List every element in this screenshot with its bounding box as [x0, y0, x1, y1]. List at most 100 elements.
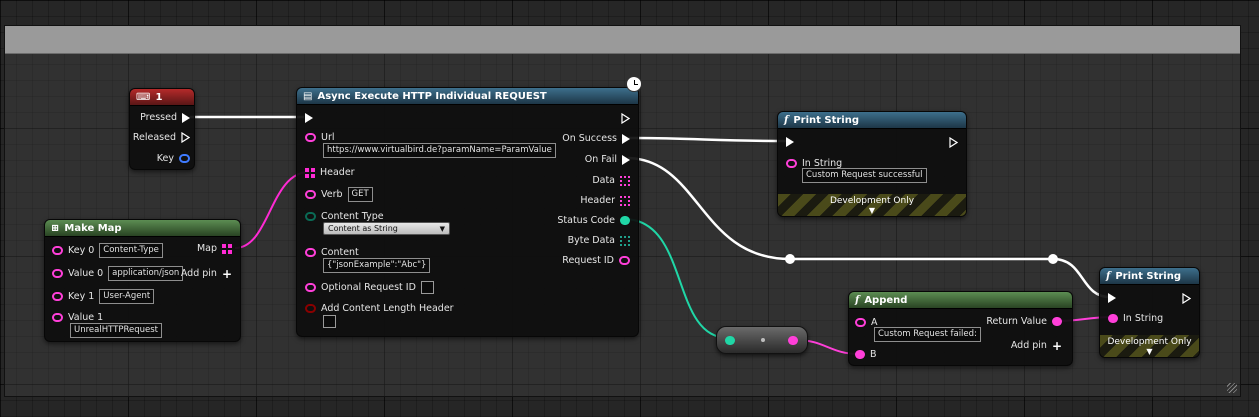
development-only-banner[interactable]: Development Only ▼ [1100, 335, 1199, 357]
content-length-checkbox-row[interactable] [323, 315, 336, 328]
wire-fail-to-reroute[interactable] [627, 156, 1111, 299]
append-b-row[interactable]: B [855, 349, 877, 360]
optional-request-id-input[interactable] [420, 281, 434, 294]
print-string-fail-node[interactable]: f Print String In String Development Onl… [1099, 267, 1200, 358]
append-add-pin[interactable]: Add pin + [1011, 340, 1062, 352]
pressed-exec-pin[interactable] [182, 112, 190, 123]
ps1-instring-input[interactable]: Custom Request successful [802, 168, 927, 183]
key1-row[interactable]: Key 1 User-Agent [52, 289, 155, 304]
key1-pin[interactable] [52, 292, 63, 301]
status-code-row[interactable]: Status Code [557, 215, 630, 226]
content-type-row[interactable]: Content Type [305, 211, 384, 222]
on-fail-exec-pin[interactable] [622, 154, 630, 165]
append-node[interactable]: f Append A Custom Request failed: B Retu… [848, 291, 1073, 366]
data-output-row[interactable]: Data [592, 175, 630, 186]
content-row[interactable]: Content [305, 247, 359, 258]
make-map-node[interactable]: ⊞ Make Map Key 0 Content-Type Value 0 ap… [44, 219, 241, 342]
request-id-pin[interactable] [619, 256, 630, 265]
append-a-input-row[interactable]: Custom Request failed: [874, 327, 981, 342]
conversion-output-pin[interactable] [788, 336, 798, 345]
key1-input[interactable]: User-Agent [99, 289, 155, 304]
on-success-row[interactable]: On Success [562, 133, 630, 144]
on-success-exec-pin[interactable] [622, 133, 630, 144]
header-output-pin[interactable] [620, 195, 630, 206]
verb-input[interactable]: GET [347, 187, 373, 202]
optional-request-id-row[interactable]: Optional Request ID [305, 281, 434, 294]
pressed-pin-row[interactable]: Pressed [140, 112, 190, 123]
released-pin-row[interactable]: Released [133, 132, 190, 143]
exec-in-row[interactable] [305, 113, 313, 123]
key0-pin[interactable] [52, 246, 63, 255]
append-a-row[interactable]: A [855, 317, 878, 328]
content-length-pin[interactable] [305, 304, 316, 313]
verb-row[interactable]: Verb GET [305, 187, 373, 202]
append-b-pin[interactable] [855, 350, 865, 359]
ps1-exec-output-pin[interactable] [949, 137, 958, 148]
content-input[interactable]: {"jsonExample":"Abc"} [323, 258, 431, 273]
key0-row[interactable]: Key 0 Content-Type [52, 243, 163, 258]
ps1-instring-input-row[interactable]: Custom Request successful [802, 168, 927, 183]
header-input-pin[interactable] [305, 167, 315, 178]
header-row[interactable]: Header [305, 167, 355, 178]
value0-input[interactable]: application/json [108, 266, 184, 281]
comment-header[interactable] [5, 26, 1240, 54]
append-a-pin[interactable] [855, 318, 866, 327]
map-output-pin[interactable] [222, 243, 232, 254]
ps1-exec-in-row[interactable] [786, 137, 794, 147]
http-request-node[interactable]: ▤ Async Execute HTTP Individual REQUEST … [296, 87, 639, 337]
print-string-success-node[interactable]: f Print String In String Custom Request … [777, 111, 967, 217]
byte-data-row[interactable]: Byte Data [568, 235, 630, 246]
released-exec-pin[interactable] [181, 132, 190, 143]
map-output-row[interactable]: Map [197, 243, 232, 254]
append-return-row[interactable]: Return Value [986, 316, 1062, 327]
value0-pin[interactable] [52, 269, 63, 278]
ps2-instring-row[interactable]: In String [1108, 313, 1163, 324]
request-id-row[interactable]: Request ID [562, 255, 630, 266]
content-type-pin[interactable] [305, 212, 316, 221]
key0-input[interactable]: Content-Type [99, 243, 163, 258]
data-output-pin[interactable] [620, 175, 630, 186]
development-only-banner[interactable]: Development Only ▼ [778, 194, 966, 216]
make-map-add-pin[interactable]: Add pin + [181, 266, 232, 281]
content-pin[interactable] [305, 248, 316, 257]
wire-success-to-print[interactable] [627, 136, 788, 143]
conversion-input-pin[interactable] [725, 336, 735, 345]
append-return-pin[interactable] [1052, 317, 1062, 326]
ps2-exec-in-row[interactable] [1108, 293, 1116, 303]
url-input[interactable]: https://www.virtualbird.de?paramName=Par… [323, 143, 556, 158]
append-a-input[interactable]: Custom Request failed: [874, 327, 981, 342]
expand-arrow-icon[interactable]: ▼ [868, 206, 876, 215]
header-output-row[interactable]: Header [580, 195, 630, 206]
value1-pin[interactable] [52, 313, 63, 322]
content-length-checkbox[interactable] [323, 315, 336, 328]
ps1-instring-row[interactable]: In String [786, 158, 842, 169]
value1-input[interactable]: UnrealHTTPRequest [70, 323, 162, 338]
wire-status-to-convert[interactable] [623, 218, 729, 339]
content-input-row[interactable]: {"jsonExample":"Abc"} [323, 258, 431, 273]
value1-input-row[interactable]: UnrealHTTPRequest [70, 323, 162, 338]
ps2-exec-input-pin[interactable] [1108, 293, 1116, 303]
url-input-row[interactable]: https://www.virtualbird.de?paramName=Par… [323, 143, 556, 158]
value0-row[interactable]: Value 0 application/json [52, 266, 184, 281]
comment-resize-handle[interactable] [1227, 383, 1237, 393]
ps2-exec-output-pin[interactable] [1182, 293, 1191, 304]
value1-row[interactable]: Value 1 [52, 312, 103, 323]
exec-out-row[interactable] [621, 113, 630, 124]
key-output-pin[interactable] [179, 154, 190, 163]
url-row[interactable]: Url [305, 132, 335, 143]
on-fail-row[interactable]: On Fail [585, 154, 630, 165]
wire-reroute-knot-2[interactable] [1048, 254, 1058, 264]
ps2-instring-pin[interactable] [1108, 314, 1118, 323]
plus-icon[interactable]: + [221, 266, 232, 281]
content-type-select[interactable]: Content as String ▼ [323, 222, 450, 235]
ps1-exec-out-row[interactable] [949, 137, 958, 148]
verb-pin[interactable] [305, 190, 316, 199]
status-code-pin[interactable] [620, 216, 630, 225]
then-exec-pin[interactable] [621, 113, 630, 124]
key-pin-row[interactable]: Key [157, 153, 190, 164]
content-length-row[interactable]: Add Content Length Header [305, 303, 454, 314]
byte-data-pin[interactable] [620, 235, 630, 246]
ps1-instring-pin[interactable] [786, 159, 797, 168]
conversion-node[interactable] [716, 326, 808, 354]
url-pin[interactable] [305, 133, 316, 142]
